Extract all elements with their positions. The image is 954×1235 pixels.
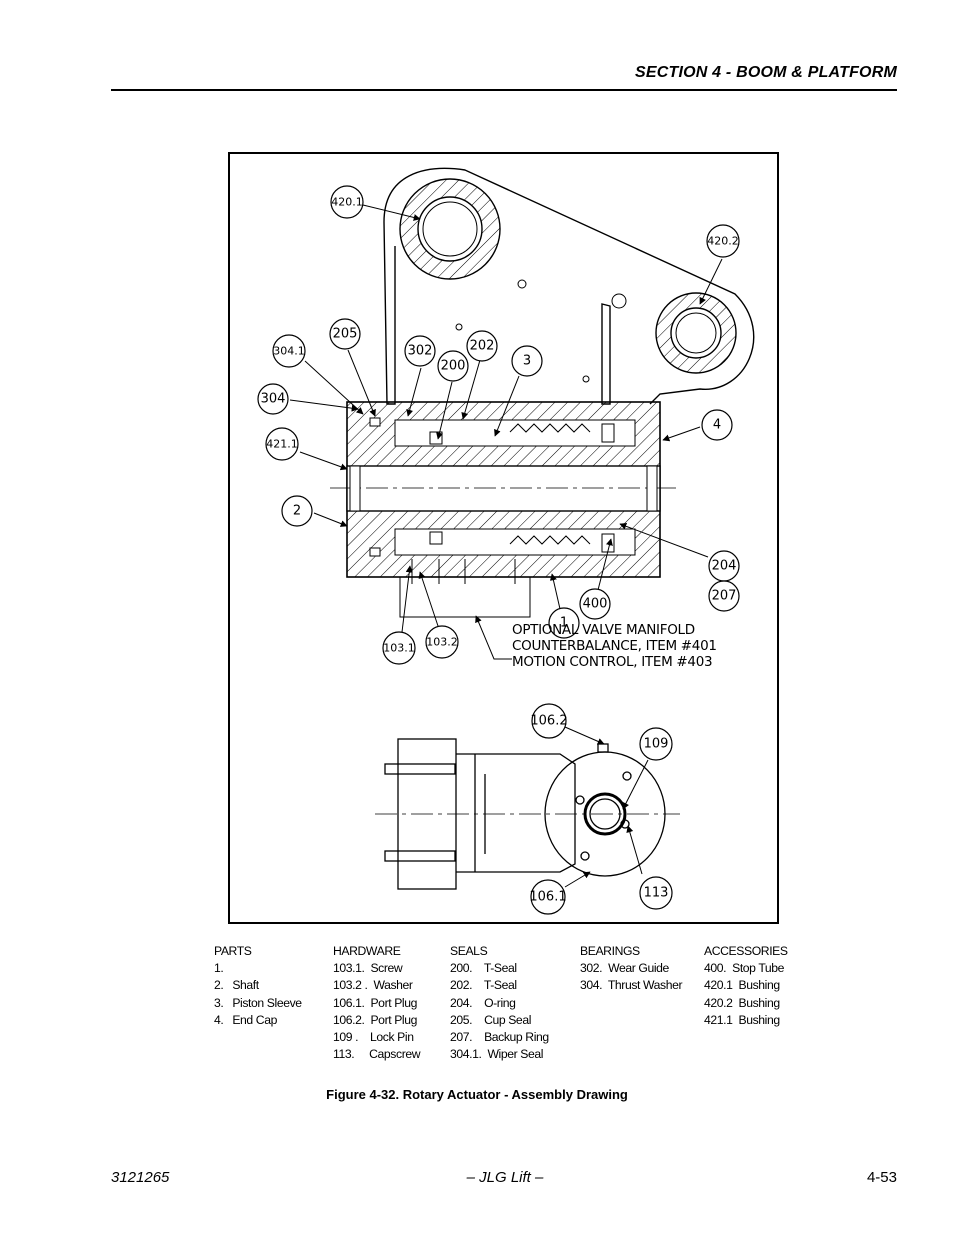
callout-205 (329, 318, 361, 350)
legend-heading: ACCESSORIES (704, 944, 788, 958)
callout-label-3: 3 (523, 354, 531, 369)
legend-hardware: HARDWARE 103.1. Screw 103.2 . Washer 106… (333, 943, 421, 1063)
legend-item: 421.1 Bushing (704, 1012, 780, 1027)
callout-label-109: 109 (644, 737, 669, 752)
callout-1 (548, 607, 580, 639)
legend-item: 113. Capscrew (333, 1047, 421, 1062)
legend-accessories: ACCESSORIES 400. Stop Tube 420.1 Bushing… (704, 943, 788, 1029)
legend-item: 302. Wear Guide (580, 961, 669, 976)
legend-item: 304. Thrust Washer (580, 978, 683, 993)
actuator-end-view (375, 738, 680, 890)
assembly-drawing: 420.1 420.2 304.1 205 302 200 202 3 304 … (228, 152, 779, 924)
figure-caption: Figure 4-32. Rotary Actuator - Assembly … (326, 1087, 628, 1102)
callout-304-1 (272, 334, 306, 368)
footer-page-number: 4-53 (866, 1169, 897, 1186)
callout-421-1 (265, 427, 299, 461)
callout-400 (579, 588, 611, 620)
callout-label-400: 400 (583, 597, 608, 612)
footer-company: – JLG Lift – (466, 1169, 544, 1186)
callout-label-420-2: 420.2 (707, 235, 739, 248)
callout-106-2 (531, 703, 567, 739)
callout-label-2: 2 (293, 504, 301, 519)
header-rule (111, 89, 897, 91)
legend-item: 420.1 Bushing (704, 978, 780, 993)
legend-item: 106.2. Port Plug (333, 1012, 417, 1027)
legend-item: 200. T-Seal (450, 961, 517, 976)
callout-103-1 (382, 631, 416, 665)
legend-item: 103.1. Screw (333, 961, 403, 976)
legend-item: 304.1. Wiper Seal (450, 1047, 544, 1062)
legend-heading: PARTS (214, 944, 252, 958)
legend-item: 207. Backup Ring (450, 1030, 549, 1045)
callout-label-420-1: 420.1 (331, 196, 363, 209)
section-title: SECTION 4 - BOOM & PLATFORM (635, 64, 897, 81)
actuator-body (330, 401, 680, 578)
callout-label-204: 204 (712, 559, 737, 574)
legend-item: 103.2 . Washer (333, 978, 413, 993)
callout-label-103-2: 103.2 (426, 636, 458, 649)
callout-2 (281, 495, 313, 527)
callout-302 (404, 335, 436, 367)
legend-seals: SEALS 200. T-Seal 202. T-Seal 204. O-rin… (450, 943, 549, 1063)
callout-4 (701, 409, 733, 441)
callout-207 (708, 580, 740, 612)
callout-106-1 (530, 879, 566, 915)
legend-heading: BEARINGS (580, 944, 640, 958)
callout-103-2 (425, 625, 459, 659)
manifold-note: OPTIONAL VALVE MANIFOLD COUNTERBALANCE, … (512, 622, 717, 670)
callout-3 (511, 345, 543, 377)
callout-label-205: 205 (333, 327, 358, 342)
callout-label-304: 304 (261, 392, 286, 407)
callout-label-302: 302 (408, 344, 433, 359)
legend-item: 109 . Lock Pin (333, 1030, 414, 1045)
legend-item: 400. Stop Tube (704, 961, 785, 976)
callout-200 (437, 350, 469, 382)
callout-label-4: 4 (713, 418, 721, 433)
legend-heading: SEALS (450, 944, 488, 958)
leader-lines (289, 204, 723, 888)
legend-item: 4. End Cap (214, 1012, 277, 1027)
callout-420-2 (706, 224, 740, 258)
callout-label-421-1: 421.1 (266, 438, 298, 451)
rotary-actuator-drawing: 420.1 420.2 304.1 205 302 200 202 3 304 … (257, 167, 755, 915)
callout-label-202: 202 (470, 339, 495, 354)
callout-label-106-1: 106.1 (529, 890, 566, 905)
legend-parts: PARTS 1. 2. Shaft 3. Piston Sleeve 4. En… (214, 943, 302, 1029)
legend-item: 205. Cup Seal (450, 1012, 532, 1027)
callout-420-1 (330, 185, 364, 219)
legend-item: 3. Piston Sleeve (214, 995, 302, 1010)
callout-304 (257, 383, 289, 415)
legend-item: 2. Shaft (214, 978, 259, 993)
callout-label-103-1: 103.1 (383, 642, 415, 655)
legend-item: 420.2 Bushing (704, 995, 780, 1010)
legend-bearings: BEARINGS 302. Wear Guide 304. Thrust Was… (580, 943, 683, 995)
legend-item: 1. (214, 961, 224, 976)
callout-label-304-1: 304.1 (273, 345, 305, 358)
note-line-1: OPTIONAL VALVE MANIFOLD (512, 622, 695, 638)
legend-item: 202. T-Seal (450, 978, 517, 993)
bushing-420-2 (655, 292, 737, 374)
note-line-3: MOTION CONTROL, ITEM #403 (512, 654, 712, 670)
bushing-420-1 (399, 178, 501, 280)
callout-label-1: 1 (560, 616, 568, 631)
callout-label-200: 200 (441, 359, 466, 374)
callout-label-113: 113 (644, 886, 669, 901)
legend-item: 106.1. Port Plug (333, 995, 417, 1010)
callout-113 (639, 876, 673, 910)
callout-label-207: 207 (712, 589, 737, 604)
legend-item: 204. O-ring (450, 995, 516, 1010)
footer-doc-number: 3121265 (111, 1169, 170, 1186)
legend-heading: HARDWARE (333, 944, 401, 958)
callout-label-106-2: 106.2 (530, 714, 567, 729)
callout-109 (639, 727, 673, 761)
callout-202 (466, 330, 498, 362)
note-line-2: COUNTERBALANCE, ITEM #401 (512, 638, 717, 654)
